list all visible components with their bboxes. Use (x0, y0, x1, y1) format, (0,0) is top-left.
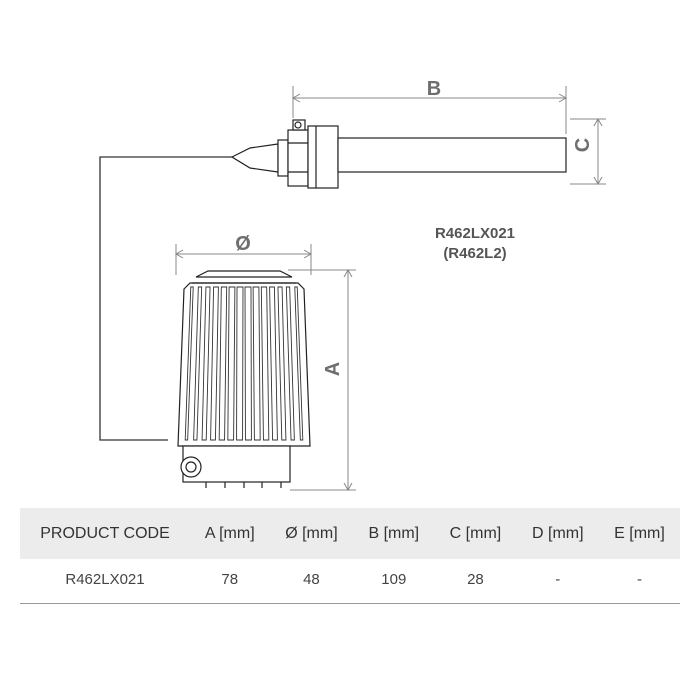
head-rib (285, 286, 295, 441)
sensor-probe (230, 119, 567, 189)
header-c: C [mm] (449, 524, 502, 542)
header-a: A [mm] (204, 524, 255, 542)
head-rib (193, 286, 203, 441)
head-rib (201, 286, 211, 441)
head-rib (210, 286, 219, 441)
head-rib (277, 286, 287, 441)
cell-diameter: 48 (303, 570, 320, 588)
dimension-b (291, 86, 568, 134)
head-ribs (184, 286, 304, 441)
header-diameter: Ø [mm] (285, 524, 338, 542)
cell-product-code: R462LX021 (65, 570, 145, 588)
head-rib (236, 286, 244, 441)
capillary-tube (99, 156, 235, 441)
head-rib (252, 286, 261, 441)
head-rib (184, 286, 194, 441)
dimension-b-label: B (427, 78, 441, 100)
dimension-c (570, 117, 606, 186)
dimension-a (288, 268, 356, 492)
head-rib (218, 286, 228, 441)
cell-c: 28 (467, 570, 484, 588)
head-rib (244, 286, 252, 441)
table-header-row: PRODUCT CODE A [mm] Ø [mm] B [mm] C [mm]… (20, 508, 680, 559)
technical-drawing: B C Ø A (99, 78, 606, 492)
cell-b: 109 (381, 570, 407, 588)
head-rib (269, 286, 278, 441)
head-rib (294, 286, 304, 441)
probe-end-cap (294, 121, 302, 129)
specs-table: PRODUCT CODE A [mm] Ø [mm] B [mm] C [mm]… (20, 508, 680, 599)
dimension-c-label: C (572, 138, 594, 152)
cell-a: 78 (221, 570, 239, 588)
product-code-label: R462LX021 (434, 225, 516, 242)
dimension-diameter-label: Ø (235, 233, 251, 255)
cell-d: - (555, 570, 561, 588)
table-row: R462LX021 78 48 109 28 - - (20, 559, 680, 599)
head-rib (227, 286, 236, 441)
header-d: D [mm] (532, 524, 584, 542)
product-code-alt-label: (R462L2) (443, 245, 507, 262)
head-rib (260, 286, 270, 441)
header-b: B [mm] (368, 524, 420, 542)
header-e: E [mm] (614, 524, 665, 542)
table-bottom-rule (20, 603, 680, 604)
cell-e: - (636, 570, 642, 588)
header-product-code: PRODUCT CODE (40, 524, 170, 542)
dimension-a-label: A (322, 362, 344, 376)
